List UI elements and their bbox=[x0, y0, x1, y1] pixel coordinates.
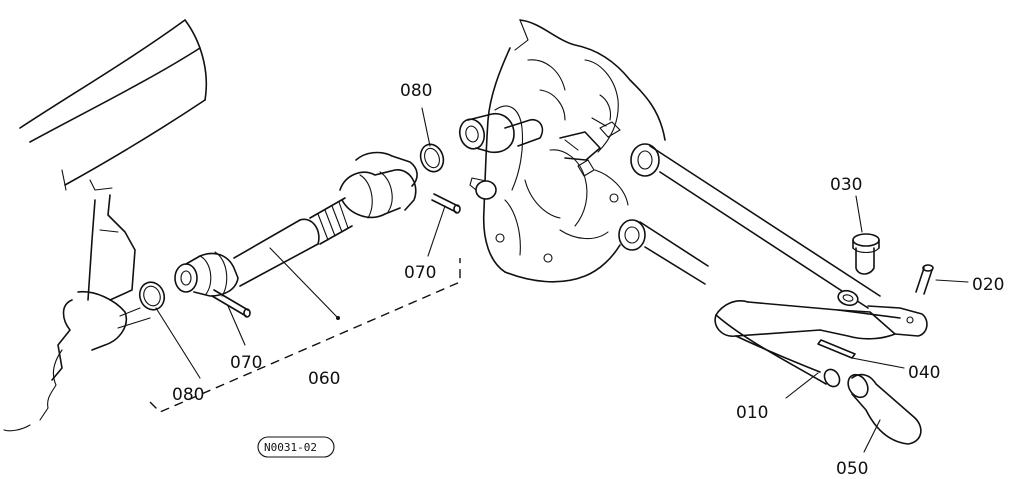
callout-070-right: 070 bbox=[404, 263, 436, 283]
drawing-code: N0031-02 bbox=[264, 441, 317, 454]
input-coupling bbox=[458, 112, 544, 200]
lever-arm bbox=[837, 289, 928, 337]
drawing-code-badge: N0031-02 bbox=[257, 436, 335, 458]
callout-020: 020 bbox=[972, 275, 1004, 295]
retaining-ring-080-right bbox=[419, 107, 445, 173]
callout-070-left: 070 bbox=[230, 353, 262, 373]
callout-080-left: 080 bbox=[172, 385, 204, 405]
shift-lever-010 bbox=[714, 300, 901, 399]
callout-050: 050 bbox=[836, 459, 868, 479]
retaining-ring-080-left bbox=[138, 281, 201, 379]
shift-rods bbox=[559, 131, 881, 309]
callout-010: 010 bbox=[736, 403, 768, 423]
callout-060: 060 bbox=[308, 369, 340, 389]
knob-050 bbox=[847, 373, 922, 453]
spring-pin-070-left bbox=[211, 289, 251, 346]
callout-030: 030 bbox=[830, 175, 862, 195]
engine-housing bbox=[3, 19, 208, 432]
assembly-bracket bbox=[149, 258, 461, 413]
spring-pin-070-right bbox=[427, 193, 461, 257]
transmission-housing bbox=[482, 19, 666, 283]
pin-020 bbox=[915, 264, 969, 295]
callout-040: 040 bbox=[908, 363, 940, 383]
callout-080-top: 080 bbox=[400, 81, 432, 101]
bolt-030 bbox=[852, 195, 880, 275]
drive-shaft bbox=[174, 151, 418, 320]
key-040 bbox=[817, 339, 905, 369]
